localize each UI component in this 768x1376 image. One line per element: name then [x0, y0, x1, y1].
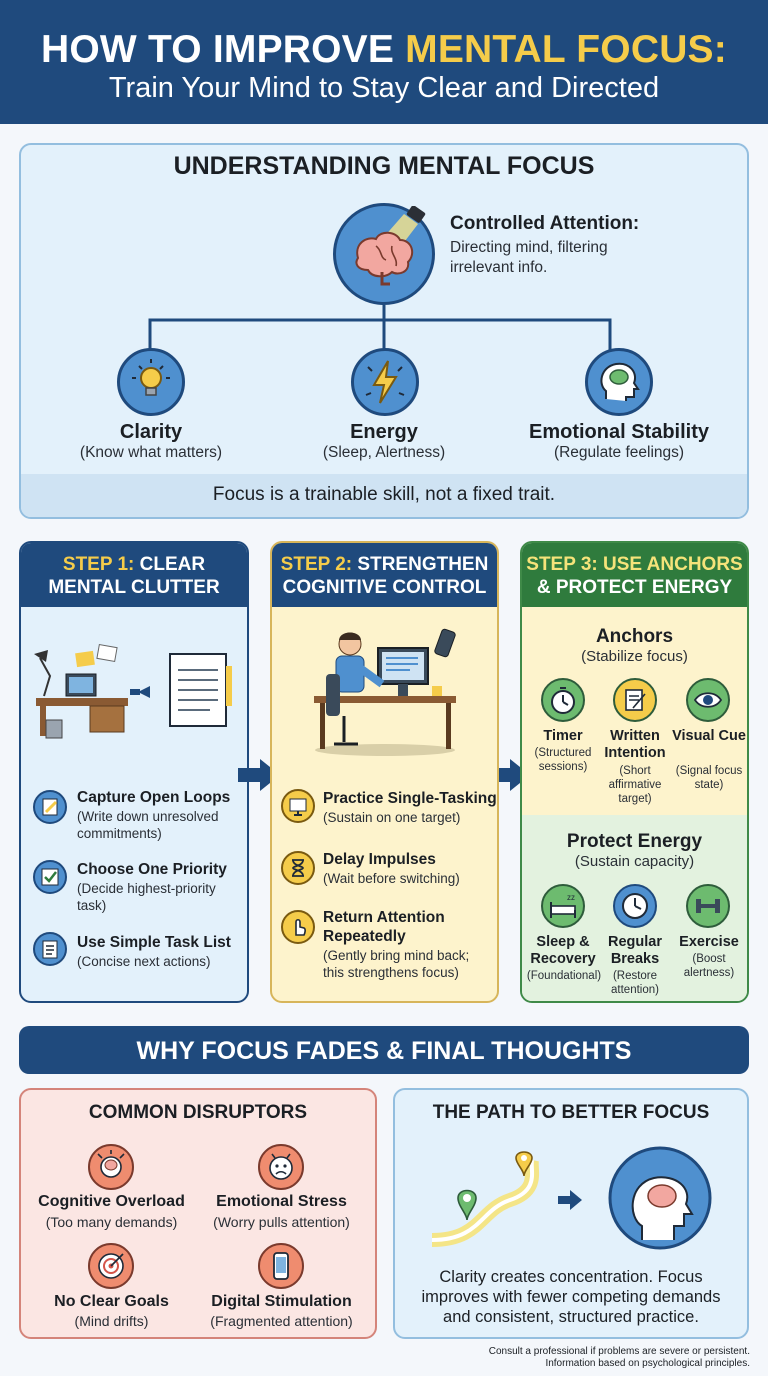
page-subtitle: Train Your Mind to Stay Clear and Direct… [108, 72, 660, 104]
capture-open-loops-desc: (Write down unresolved commitments) [77, 809, 219, 841]
timer-desc: (Structured sessions) [534, 747, 592, 773]
written-intention-title: Written Intention [604, 728, 666, 761]
exercise-desc: (Boost alertness) [683, 953, 735, 979]
checklist-icon [33, 860, 67, 894]
pillar-emotional-sub: (Regulate feelings) [553, 444, 685, 461]
bed-icon: zz [541, 884, 585, 928]
hand-pointer-icon [281, 910, 315, 944]
step3-title: STEP 3: USE ANCHORS& PROTECT ENERGY [526, 554, 743, 598]
controlled-attention-title: Controlled Attention: [450, 213, 640, 234]
anchors-title: Anchors [595, 626, 674, 647]
cognitive-overload-desc: (Too many demands) [45, 1214, 178, 1230]
visual-cue-title: Visual Cue [672, 728, 746, 744]
title-highlight: MENTAL FOCUS: [405, 28, 727, 71]
stressed-face-icon [258, 1144, 304, 1190]
protect-energy-title: Protect Energy [566, 831, 703, 852]
hourglass-icon [281, 851, 315, 885]
page-title: HOW TO IMPROVE MENTAL FOCUS: [0, 28, 768, 72]
simple-task-list-desc: (Concise next actions) [77, 954, 211, 969]
common-disruptors-title: COMMON DISRUPTORS [88, 1102, 308, 1123]
monitor-icon [281, 789, 315, 823]
arrow-step2-to-step3 [488, 759, 530, 791]
smartphone-icon [258, 1243, 304, 1289]
single-tasking-title: Practice Single-Tasking [323, 790, 497, 807]
no-clear-goals-desc: (Mind drifts) [74, 1313, 149, 1329]
pillar-emotional-title: Emotional Stability [528, 421, 710, 443]
note-pencil-icon [613, 678, 657, 722]
regular-breaks-desc: (Restore attention) [611, 970, 659, 996]
disclaimer: Consult a professional if problems are s… [400, 1346, 750, 1370]
connector-lines [148, 305, 612, 355]
capture-open-loops-title: Capture Open Loops [77, 789, 231, 806]
single-tasking-desc: (Sustain on one target) [323, 810, 461, 825]
return-attention-title: Return Attention Repeatedly [323, 909, 445, 945]
protect-energy-subtitle: (Sustain capacity) [574, 853, 695, 870]
return-attention-desc: (Gently bring mind back; this strengthen… [323, 948, 470, 980]
emotional-stress-desc: (Worry pulls attention) [213, 1214, 350, 1230]
common-disruptors-panel [19, 1088, 377, 1339]
focused-worker-illustration [314, 628, 456, 756]
cluttered-desk-illustration [34, 643, 232, 739]
pillar-energy-title: Energy [350, 421, 418, 443]
path-description: Clarity creates concentration. Focus imp… [421, 1268, 721, 1326]
no-clear-goals-title: No Clear Goals [54, 1293, 169, 1310]
target-icon [88, 1243, 134, 1289]
stopwatch-icon [541, 678, 585, 722]
written-intention-desc: (Short affirmative target) [608, 765, 662, 805]
delay-impulses-title: Delay Impulses [323, 851, 436, 868]
cognitive-overload-title: Cognitive Overload [38, 1193, 185, 1210]
exercise-title: Exercise [679, 934, 739, 950]
sleep-recovery-title: Sleep & Recovery [530, 934, 596, 967]
focus-skill-statement: Focus is a trainable skill, not a fixed … [212, 484, 556, 505]
pillar-clarity-sub: (Know what matters) [79, 444, 223, 461]
choose-one-priority-desc: (Decide highest-priority task) [77, 881, 216, 913]
disclaimer-line-1: Consult a professional if problems are s… [488, 1346, 750, 1357]
brain-spotlight-icon [333, 203, 435, 305]
clock-icon [613, 884, 657, 928]
header-banner [0, 0, 768, 124]
sleep-recovery-desc: (Foundational) [526, 970, 602, 982]
pencil-icon [33, 790, 67, 824]
understanding-footer-band [21, 474, 747, 517]
why-focus-fades-title: WHY FOCUS FADES & FINAL THOUGHTS [136, 1037, 632, 1065]
anchors-subtitle: (Stabilize focus) [581, 648, 688, 665]
path-title: THE PATH TO BETTER FOCUS [432, 1102, 710, 1123]
choose-one-priority-title: Choose One Priority [77, 861, 227, 878]
pillar-energy-sub: (Sleep, Alertness) [322, 444, 446, 461]
digital-stimulation-desc: (Fragmented attention) [210, 1313, 353, 1329]
winding-path-illustration [431, 1146, 712, 1250]
timer-title: Timer [543, 728, 583, 744]
lightning-icon [351, 348, 419, 416]
lightbulb-icon [117, 348, 185, 416]
delay-impulses-desc: (Wait before switching) [323, 871, 460, 886]
simple-task-list-title: Use Simple Task List [77, 934, 231, 951]
emotional-stress-title: Emotional Stress [216, 1193, 347, 1210]
clipboard-icon [33, 932, 67, 966]
step3-header: STEP 3: USE ANCHORS& PROTECT ENERGY [522, 543, 747, 607]
understanding-title: UNDERSTANDING MENTAL FOCUS [173, 152, 595, 180]
why-focus-fades-banner [19, 1026, 749, 1074]
dumbbell-icon [686, 884, 730, 928]
regular-breaks-title: Regular Breaks [608, 934, 662, 967]
head-brain-icon [585, 348, 653, 416]
controlled-attention-desc: Directing mind, filtering irrelevant inf… [450, 239, 608, 276]
pillar-clarity-title: Clarity [119, 421, 183, 443]
title-prefix: HOW TO IMPROVE [41, 28, 406, 71]
digital-stimulation-title: Digital Stimulation [211, 1293, 352, 1310]
visual-cue-desc: (Signal focus state) [675, 765, 743, 791]
eye-icon [686, 678, 730, 722]
disclaimer-line-2: Information based on psychological princ… [545, 1358, 750, 1369]
overloaded-head-icon [88, 1144, 134, 1190]
arrow-step1-to-step2 [238, 759, 280, 791]
svg-text:zz: zz [567, 893, 575, 902]
